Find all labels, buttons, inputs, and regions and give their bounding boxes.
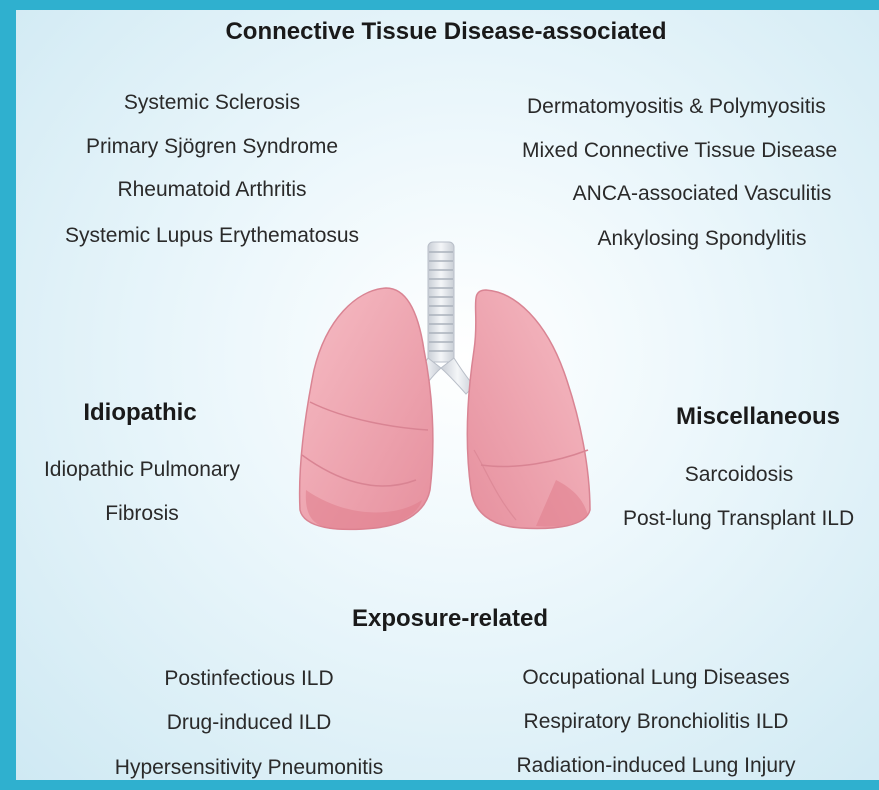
ctd-left-item-4: Systemic Lupus Erythematosus — [65, 224, 359, 248]
misc-item-1: Sarcoidosis — [685, 463, 794, 487]
ctd-right-item-2: Mixed Connective Tissue Disease — [522, 139, 837, 163]
exposure-right-item-1: Occupational Lung Diseases — [522, 666, 789, 690]
exposure-right-item-2: Respiratory Bronchiolitis ILD — [524, 710, 789, 734]
diagram-panel: Connective Tissue Disease-associated Sys… — [16, 10, 879, 780]
lungs-illustration — [16, 10, 879, 780]
ctd-title: Connective Tissue Disease-associated — [225, 18, 666, 46]
ctd-left-item-1: Systemic Sclerosis — [124, 91, 300, 115]
left-lung — [300, 288, 433, 530]
exposure-left-item-3: Hypersensitivity Pneumonitis — [115, 756, 383, 780]
exposure-title: Exposure-related — [352, 605, 548, 633]
exposure-left-item-2: Drug-induced ILD — [167, 711, 332, 735]
exposure-right-item-3: Radiation-induced Lung Injury — [516, 754, 795, 778]
ctd-left-item-3: Rheumatoid Arthritis — [117, 178, 306, 202]
misc-item-2: Post-lung Transplant ILD — [623, 507, 854, 531]
idiopathic-item-1: Idiopathic Pulmonary — [44, 458, 240, 482]
ctd-right-item-3: ANCA-associated Vasculitis — [573, 182, 832, 206]
idiopathic-item-2: Fibrosis — [105, 502, 179, 526]
ctd-right-item-1: Dermatomyositis & Polymyositis — [527, 95, 826, 119]
ctd-left-item-2: Primary Sjögren Syndrome — [86, 135, 338, 159]
exposure-left-item-1: Postinfectious ILD — [164, 667, 333, 691]
ctd-right-item-4: Ankylosing Spondylitis — [598, 227, 807, 251]
idiopathic-title: Idiopathic — [83, 399, 196, 427]
misc-title: Miscellaneous — [676, 403, 840, 431]
right-lung — [467, 290, 590, 528]
